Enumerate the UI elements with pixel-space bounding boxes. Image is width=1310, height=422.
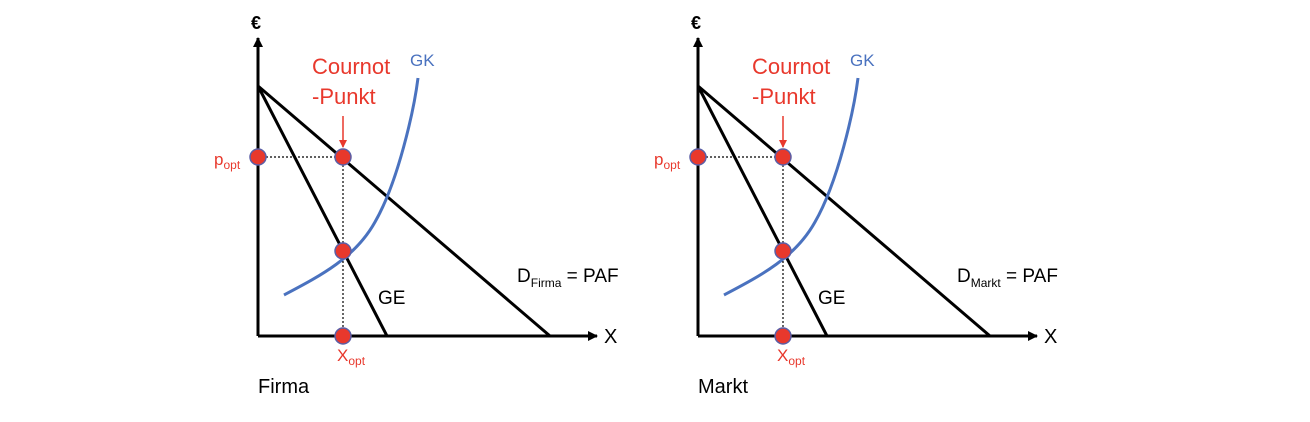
ge-line [696,85,829,337]
demand-main: D [957,266,971,287]
demand-line [257,84,551,338]
demand-sub: Markt [970,276,1001,290]
p-opt-label: popt [654,151,680,171]
demand-main: D [517,266,531,287]
ge-line [256,85,389,337]
cournot-label-line1: Cournot [312,54,391,79]
cournot-label-line2: -Punkt [312,84,376,109]
gk-label: GK [850,51,875,70]
ge-gk-intersection-point [774,242,792,260]
x-opt-sub: opt [788,354,806,368]
gk-curve [283,77,420,297]
panel-caption: Markt [698,376,748,398]
panel-firma: € X Cournot -Punkt GK GE popt Xopt DFirm… [0,0,619,422]
firma-graph [249,37,598,345]
demand-label: DMarkt = PAF [957,267,1058,289]
ge-gk-intersection-point [334,242,352,260]
cournot-label: Cournot -Punkt [312,52,390,112]
cournot-label-line2: -Punkt [752,84,816,109]
markt-graph [689,37,1038,345]
y-axis-label: € [251,13,262,33]
cournot-point [334,148,352,166]
x-opt-sub: opt [348,354,366,368]
x-opt-point [334,327,352,345]
demand-suffix: = PAF [561,266,619,287]
demand-label: DFirma = PAF [517,267,619,289]
x-axis-label: X [1044,326,1058,348]
p-opt-label: popt [214,151,240,171]
p-opt-sub: opt [223,158,241,172]
panel-caption: Firma [258,376,310,398]
cournot-label: Cournot -Punkt [752,52,830,112]
demand-suffix: = PAF [1000,266,1058,287]
p-opt-main: p [654,150,664,169]
panel-markt: € X Cournot -Punkt GK GE popt Xopt DMark… [440,0,1058,422]
x-opt-main: X [777,346,789,365]
x-axis-label: X [604,326,618,348]
ge-label: GE [378,288,406,309]
x-opt-main: X [337,346,349,365]
y-axis-label: € [691,13,702,33]
p-opt-point [249,148,267,166]
p-opt-point [689,148,707,166]
p-opt-sub: opt [663,158,681,172]
x-opt-label: Xopt [777,347,805,367]
cournot-label-line1: Cournot [752,54,831,79]
x-opt-point [774,327,792,345]
x-opt-label: Xopt [337,347,365,367]
cournot-point [774,148,792,166]
demand-line [697,84,991,338]
gk-label: GK [410,51,435,70]
p-opt-main: p [214,150,224,169]
demand-sub: Firma [530,276,562,290]
ge-label: GE [818,288,846,309]
gk-curve [723,77,860,297]
